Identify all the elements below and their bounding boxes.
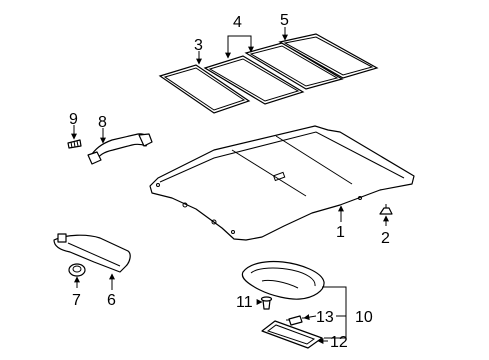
callout-3: 3 bbox=[194, 37, 203, 54]
callout-13: 13 bbox=[316, 309, 334, 326]
callout-12: 12 bbox=[330, 334, 348, 351]
insulator-pad-2 bbox=[203, 55, 305, 105]
callout-9: 9 bbox=[69, 111, 78, 128]
insulator-pad-4 bbox=[278, 33, 379, 79]
callout-11: 11 bbox=[236, 294, 253, 311]
callout-7: 7 bbox=[72, 292, 81, 309]
callout-8: 8 bbox=[98, 114, 107, 131]
callout-5: 5 bbox=[280, 12, 289, 29]
callout-1: 1 bbox=[336, 224, 345, 241]
insulator-pad-1 bbox=[158, 64, 251, 114]
bulb bbox=[286, 315, 305, 326]
assist-grip bbox=[87, 133, 153, 165]
callout-10: 10 bbox=[355, 309, 373, 326]
callout-4: 4 bbox=[233, 14, 242, 31]
callout-6: 6 bbox=[107, 292, 116, 309]
sunvisor bbox=[53, 233, 131, 273]
screw bbox=[67, 139, 82, 149]
dome-lamp-housing bbox=[241, 260, 325, 300]
insulator-pad-3 bbox=[244, 42, 344, 90]
headliner bbox=[149, 125, 415, 241]
callout-2: 2 bbox=[381, 230, 390, 247]
leader-lines bbox=[71, 27, 389, 344]
screw-lamp bbox=[260, 296, 273, 310]
sunvisor-holder bbox=[68, 263, 86, 277]
clip bbox=[379, 204, 393, 215]
